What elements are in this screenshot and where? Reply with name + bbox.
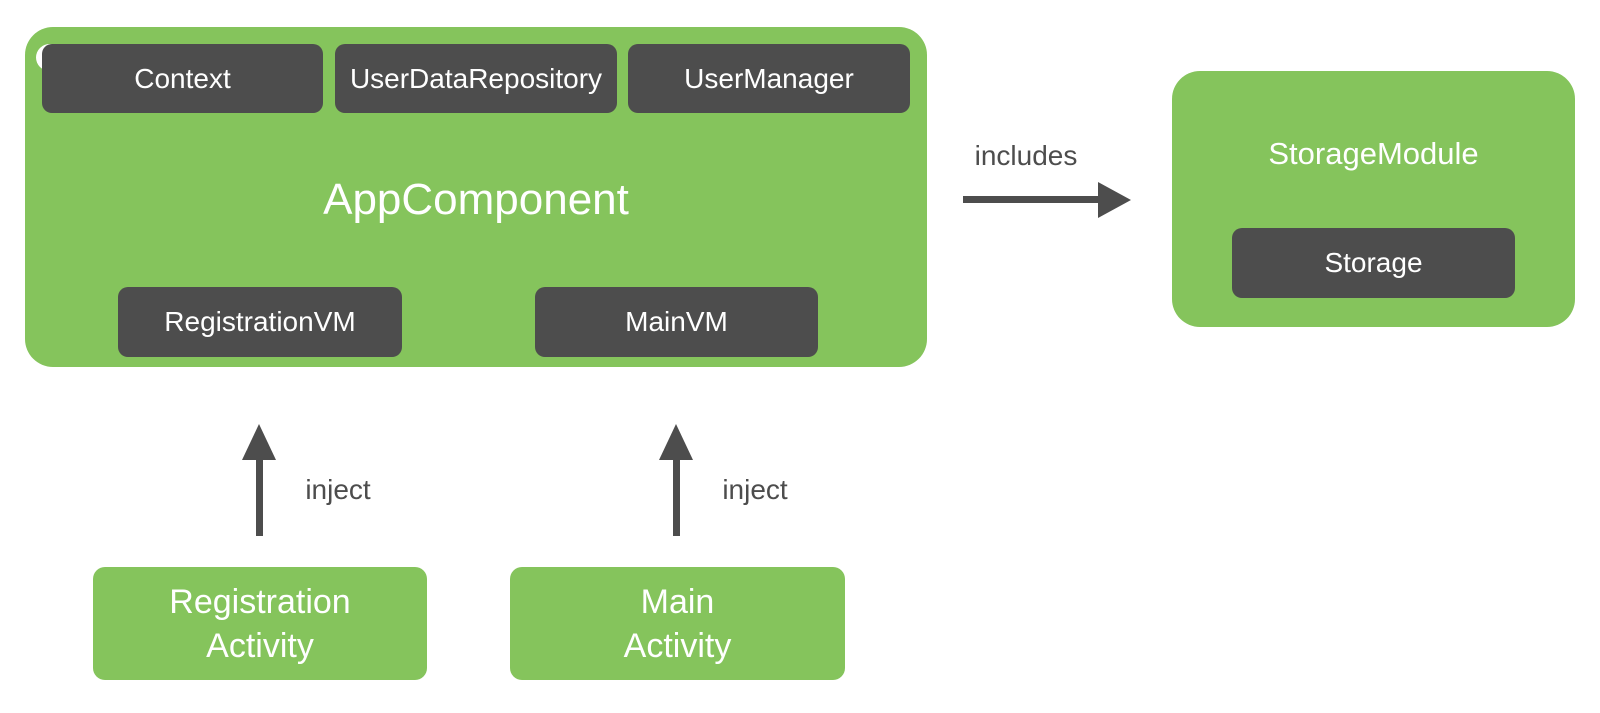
node-registration-activity: Registration Activity [93,567,427,680]
includes-edge-label: includes [974,140,1078,171]
app-component-title: AppComponent [323,175,629,224]
node-main-vm-label: MainVM [625,306,728,337]
node-main-activity-label: Main Activity [624,580,732,668]
node-context: Context [42,44,323,113]
inject-main-arrow-shaft [673,456,680,536]
storage-module-panel: StorageModule Storage [1172,71,1575,327]
inject-registration-edge-label: inject [305,474,371,505]
storage-module-title: StorageModule [1268,136,1479,171]
node-context-label: Context [134,62,231,94]
registration-activity-line1: Registration [169,582,351,621]
main-activity-line2: Activity [623,626,732,665]
inject-main-arrow-head-icon [659,424,693,460]
node-user-data-repository: UserDataRepository [335,44,617,113]
node-main-activity: Main Activity [510,567,845,680]
inject-main-edge-label: inject [722,474,788,505]
inject-registration-arrow-shaft [256,456,263,536]
node-storage: Storage [1232,228,1515,298]
registration-activity-line2: Activity [206,626,314,665]
node-main-vm: MainVM [535,287,818,357]
node-storage-label: Storage [1324,247,1423,278]
node-user-manager-label: UserManager [684,62,854,94]
node-user-manager: UserManager [628,44,910,113]
inject-registration-arrow-head-icon [242,424,276,460]
includes-arrow-shaft [963,196,1099,203]
main-activity-line1: Main [640,582,715,621]
node-user-data-repository-label: UserDataRepository [349,62,603,94]
node-registration-vm: RegistrationVM [118,287,402,357]
app-component-panel: Context UserDataRepository UserManager A… [25,27,927,367]
node-registration-vm-label: RegistrationVM [164,306,356,337]
includes-arrow-head-icon [1098,182,1131,218]
node-registration-activity-label: Registration Activity [169,580,350,668]
